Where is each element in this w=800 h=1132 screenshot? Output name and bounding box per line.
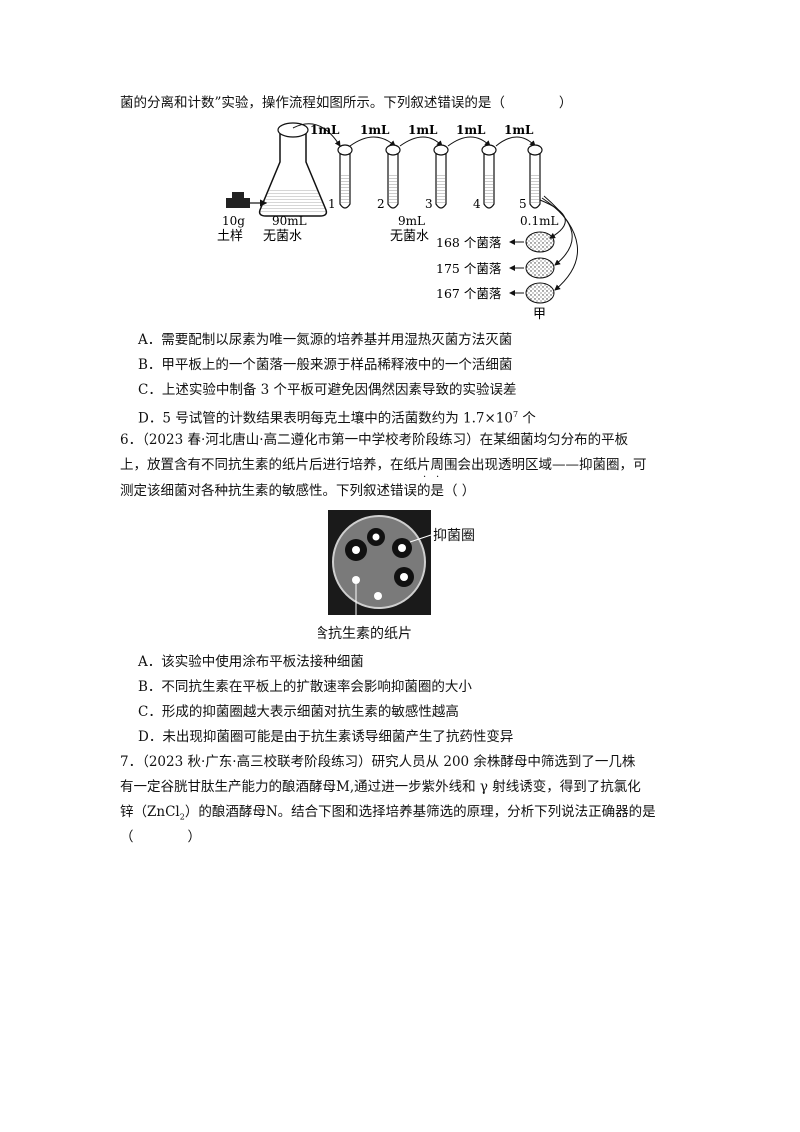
tube-water-label: 无菌水 xyxy=(390,229,429,244)
q7-stem-line2: 有一定谷胱甘肽生产能力的酿酒酵母M,通过进一步紫外线和 γ 射线诱变，得到了抗氯… xyxy=(120,779,641,795)
plate-count-1: 168 个菌落 xyxy=(436,235,502,250)
tube-number-2: 2 xyxy=(377,197,385,211)
plate-group-label: 甲 xyxy=(533,307,546,322)
emphasis-dot: · xyxy=(423,472,427,483)
serial-dilution-figure: 10g 土样 90mL 无菌水 1mL 1mL 1mL 1mL 1mL 1 2 … xyxy=(217,122,578,322)
culture-plates xyxy=(525,231,555,304)
test-tubes xyxy=(337,144,543,209)
q5-option-d: D．5 号试管的计数结果表明每克土壤中的活菌数约为 1.7×107 个 xyxy=(138,410,536,427)
plate-count-3: 167 个菌落 xyxy=(436,286,502,301)
flask-volume: 90mL xyxy=(272,214,307,228)
soil-label: 土样 xyxy=(217,229,243,244)
transfer-label-2: 1mL xyxy=(360,123,390,137)
q6-option-b: B．不同抗生素在平板上的扩散速率会影响抑菌圈的大小 xyxy=(138,679,472,695)
disc-label: 含抗生素的纸片 xyxy=(318,626,412,642)
antibiotic-discs xyxy=(352,576,382,600)
inhibition-zones xyxy=(345,528,414,587)
flask-water-label: 无菌水 xyxy=(263,229,302,244)
transfer-label-4: 1mL xyxy=(456,123,486,137)
q6-stem-line3: 测定该细菌对各种抗生素的敏感性。下列叙述错误的是（ ） xyxy=(120,483,476,499)
tube-number-3: 3 xyxy=(425,197,433,211)
flask-icon xyxy=(258,122,328,217)
transfer-label-3: 1mL xyxy=(408,123,438,137)
tube-number-1: 1 xyxy=(328,197,336,211)
q7-stem-line3: 锌（ZnCl2）的酿酒酵母N。结合下图和选择培养基筛选的原理，分析下列说法正确器… xyxy=(120,804,656,822)
plate-count-2: 175 个菌落 xyxy=(436,261,502,276)
emphasis-dot: · xyxy=(436,472,440,483)
q5-stem: 菌的分离和计数”实验，操作流程如图所示。下列叙述错误的是（ ） xyxy=(120,95,573,111)
soil-sample-icon xyxy=(226,192,250,208)
plate-volume: 0.1mL xyxy=(520,214,558,228)
q7-stem-line1: 7．（2023 秋·广东·高三校联考阶段练习）研究人员从 200 余株酵母中筛选… xyxy=(120,754,636,770)
q7-answer-paren: （ ） xyxy=(120,829,201,845)
q6-option-d: D．未出现抑菌圈可能是由于抗生素诱导细菌产生了抗药性变异 xyxy=(138,729,514,745)
transfer-label-1: 1mL xyxy=(310,123,340,137)
soil-mass: 10g xyxy=(222,214,245,228)
q5-option-b: B．甲平板上的一个菌落一般来源于样品稀释液中的一个活细菌 xyxy=(138,357,513,373)
transfer-label-5: 1mL xyxy=(504,123,534,137)
tube-number-5: 5 xyxy=(519,197,527,211)
q5-option-a: A．需要配制以尿素为唯一氮源的培养基并用湿热灭菌方法灭菌 xyxy=(138,332,513,348)
tube-volume: 9mL xyxy=(398,214,425,228)
antibiotic-plate-figure: 抑菌圈 含抗生素的纸片 xyxy=(318,510,475,642)
q6-stem-line1: 6．（2023 春·河北唐山·高二遵化市第一中学校考阶段练习）在某细菌均匀分布的… xyxy=(120,432,629,448)
zone-label: 抑菌圈 xyxy=(433,528,475,544)
q6-option-c: C．形成的抑菌圈越大表示细菌对抗生素的敏感性越高 xyxy=(138,704,459,720)
q6-option-a: A．该实验中使用涂布平板法接种细菌 xyxy=(138,654,364,670)
q5-option-c: C．上述实验中制备 3 个平板可避免因偶然因素导致的实验误差 xyxy=(138,382,517,398)
q6-stem-line2: 上，放置含有不同抗生素的纸片后进行培养，在纸片周围会出现透明区域——抑菌圈，可 xyxy=(120,457,647,473)
tube-number-4: 4 xyxy=(473,197,481,211)
